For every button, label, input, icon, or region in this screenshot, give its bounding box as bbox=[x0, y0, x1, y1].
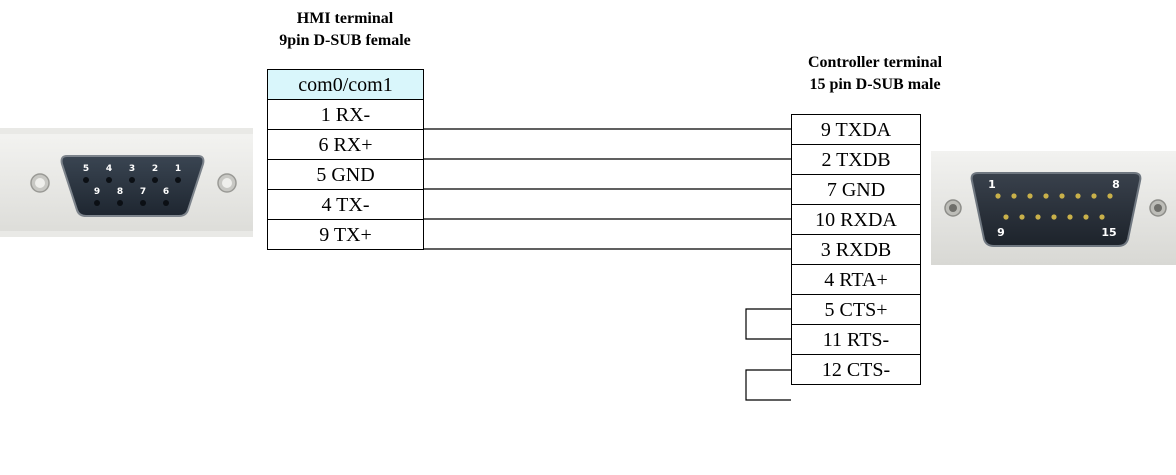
jumper-rts-cts-minus bbox=[745, 369, 791, 401]
db9-pin-label: 5 bbox=[83, 164, 89, 174]
db15-pin-label: 9 bbox=[997, 226, 1005, 239]
hmi-pin-cell: 5 GND bbox=[267, 159, 424, 190]
controller-pin-cell: 4 RTA+ bbox=[791, 264, 921, 295]
db15-pin-label: 8 bbox=[1112, 178, 1120, 191]
controller-pin-cell: 12 CTS- bbox=[791, 354, 921, 385]
db9-female-connector-icon: 5 4 3 2 1 9 8 7 6 bbox=[0, 128, 253, 237]
controller-title-line2: 15 pin D-SUB male bbox=[809, 76, 941, 93]
controller-pin-table: 9 TXDA 2 TXDB 7 GND 10 RXDA 3 RXDB 4 RTA… bbox=[791, 114, 921, 385]
db9-pin-label: 6 bbox=[163, 187, 169, 197]
db9-pin-label: 4 bbox=[106, 164, 112, 174]
db9-pin-label: 8 bbox=[117, 187, 123, 197]
controller-title-line1: Controller terminal bbox=[807, 54, 943, 71]
hmi-title-line1: HMI terminal bbox=[296, 10, 394, 27]
db15-pin-label: 1 bbox=[988, 178, 996, 191]
hmi-pin-cell: 6 RX+ bbox=[267, 129, 424, 160]
hmi-pin-cell: 4 TX- bbox=[267, 189, 424, 220]
hmi-pin-cell: 9 TX+ bbox=[267, 219, 424, 250]
hmi-title-line2: 9pin D-SUB female bbox=[279, 32, 411, 49]
controller-pin-cell: 11 RTS- bbox=[791, 324, 921, 355]
controller-pin-cell: 2 TXDB bbox=[791, 144, 921, 175]
controller-pin-cell: 10 RXDA bbox=[791, 204, 921, 235]
controller-pin-cell: 7 GND bbox=[791, 174, 921, 205]
db9-pin-label: 2 bbox=[152, 164, 158, 174]
db9-pin-label: 3 bbox=[129, 164, 135, 174]
db15-male-connector-icon: 1 8 9 15 bbox=[931, 151, 1176, 265]
db9-pin-label: 9 bbox=[94, 187, 100, 197]
controller-pin-cell: 9 TXDA bbox=[791, 114, 921, 145]
hmi-pin-table: com0/com1 1 RX- 6 RX+ 5 GND 4 TX- 9 TX+ bbox=[267, 69, 424, 250]
jumper-rta-cts-plus bbox=[745, 308, 791, 340]
hmi-pin-cell: 1 RX- bbox=[267, 99, 424, 130]
hmi-port-header: com0/com1 bbox=[267, 69, 424, 100]
db9-pin-label: 7 bbox=[140, 187, 146, 197]
hmi-terminal-title: HMI terminal 9pin D-SUB female bbox=[245, 8, 445, 52]
controller-pin-cell: 3 RXDB bbox=[791, 234, 921, 265]
db9-pin-label: 1 bbox=[175, 164, 181, 174]
controller-pin-cell: 5 CTS+ bbox=[791, 294, 921, 325]
controller-terminal-title: Controller terminal 15 pin D-SUB male bbox=[770, 52, 980, 96]
db15-pin-label: 15 bbox=[1101, 226, 1116, 239]
